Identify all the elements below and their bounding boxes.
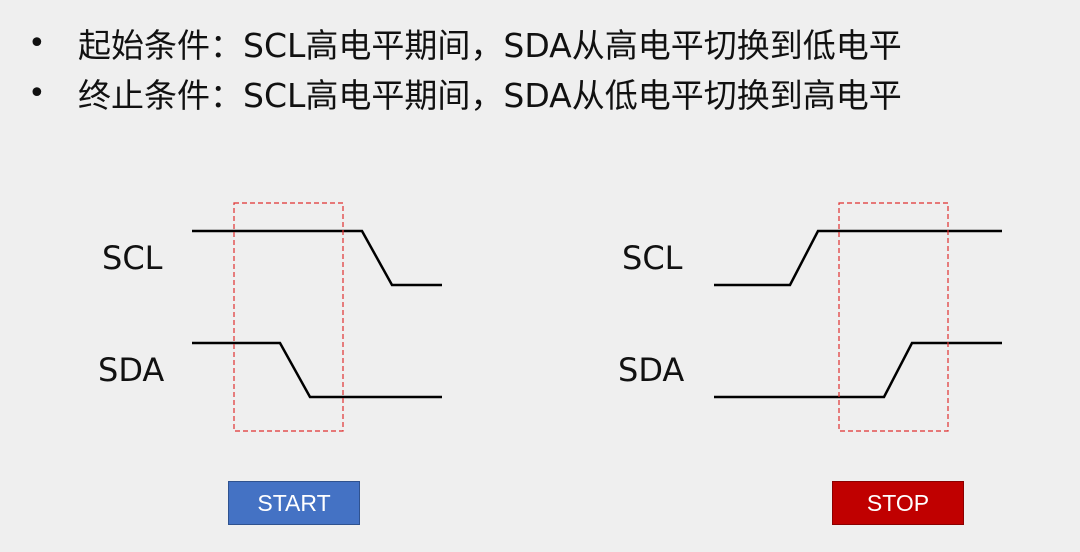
stop-condition-highlight-box	[838, 202, 949, 432]
bullet-text: 终止条件：SCL高电平期间，SDA从低电平切换到高电平	[78, 76, 902, 115]
start-scl-waveform	[192, 229, 442, 287]
bullet-start-condition: • 起始条件：SCL高电平期间，SDA从高电平切换到低电平	[28, 18, 902, 68]
stop-button-label: STOP	[866, 489, 930, 516]
stop-button[interactable]: STOP	[832, 481, 964, 525]
bullet-stop-condition: • 终止条件：SCL高电平期间，SDA从低电平切换到高电平	[28, 68, 902, 118]
bullet-symbol: •	[28, 25, 46, 61]
start-sda-waveform	[192, 341, 442, 399]
stop-sda-label: SDA	[618, 351, 685, 389]
stop-sda-waveform	[714, 341, 1002, 399]
start-sda-label: SDA	[98, 351, 165, 389]
bullet-list: • 起始条件：SCL高电平期间，SDA从高电平切换到低电平 • 终止条件：SCL…	[28, 18, 902, 118]
bullet-text: 起始条件：SCL高电平期间，SDA从高电平切换到低电平	[78, 26, 902, 65]
stop-scl-label: SCL	[622, 239, 683, 277]
bullet-symbol: •	[28, 75, 46, 111]
stop-scl-waveform	[714, 229, 1002, 287]
start-scl-label: SCL	[102, 239, 163, 277]
start-button-label: START	[257, 489, 331, 516]
start-button[interactable]: START	[228, 481, 360, 525]
start-condition-highlight-box	[233, 202, 344, 432]
